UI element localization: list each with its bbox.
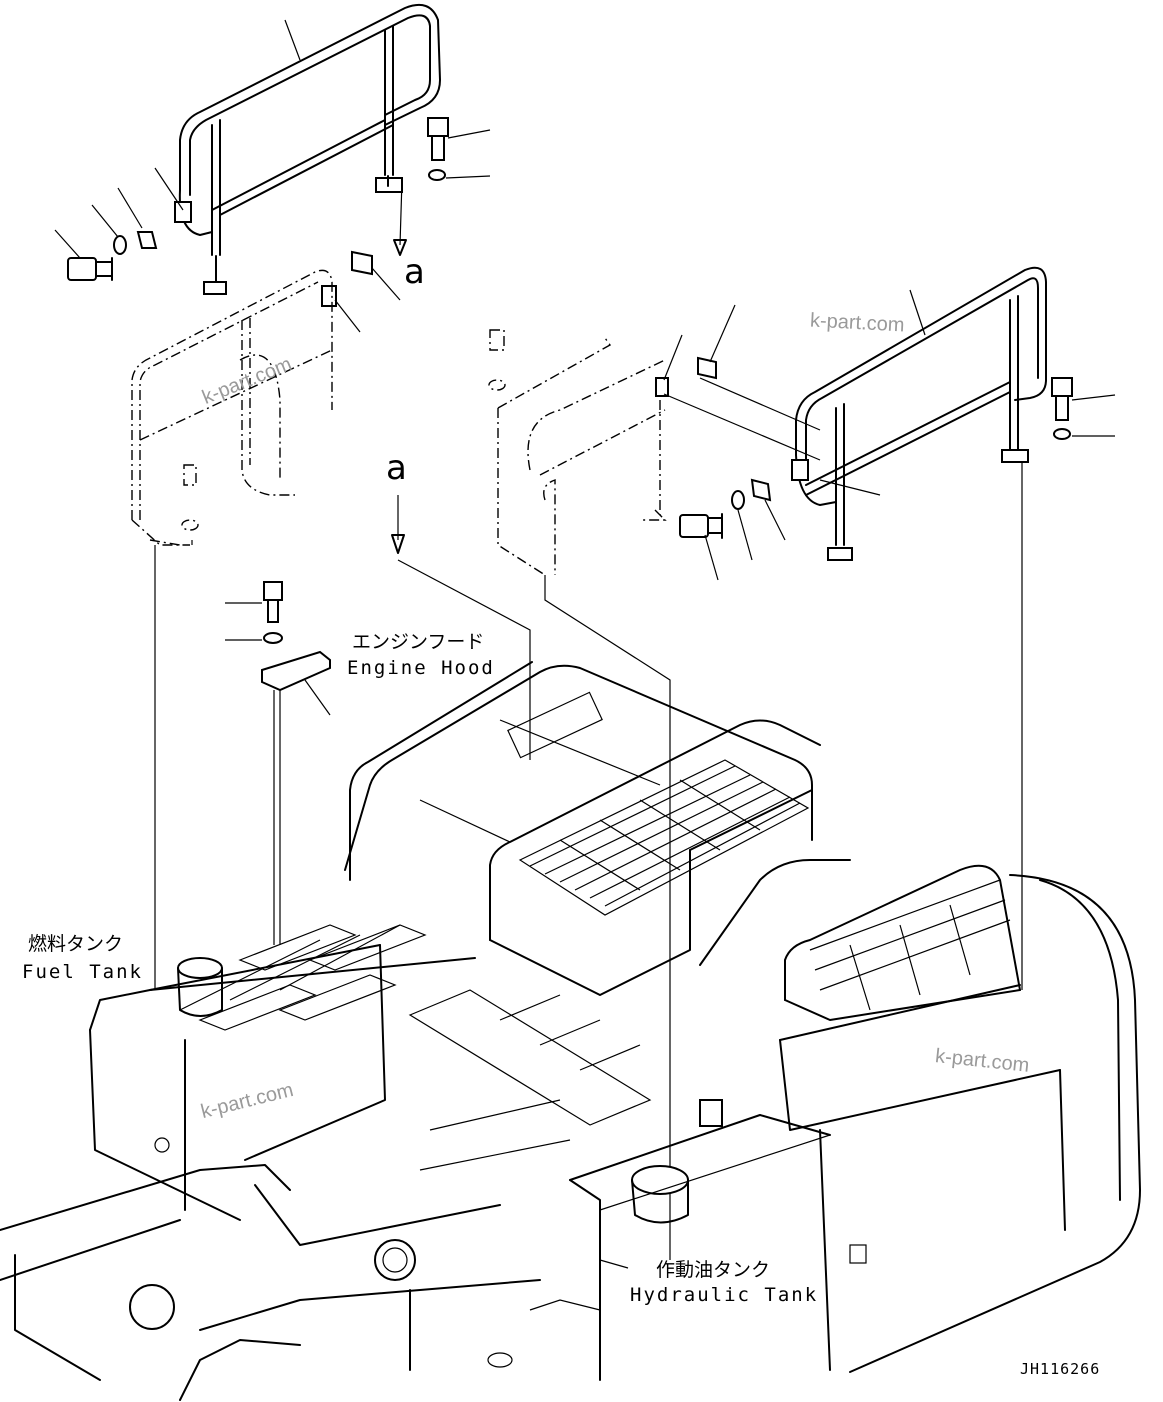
arrow-letter-middle: a — [386, 448, 407, 488]
upper-frame — [0, 1099, 601, 1401]
label-connectors — [599, 1259, 629, 1269]
engine-hood-body — [344, 661, 821, 996]
fuel-tank-label-jp: 燃料タンク — [28, 933, 124, 955]
arrow-letter-upper: a — [404, 252, 425, 292]
engine-hood-label-jp: エンジンフード — [352, 631, 485, 653]
leader-lines-left-upper — [54, 19, 491, 333]
engine-hood-label-en: Engine Hood — [347, 657, 495, 679]
engine-hood-grille — [518, 759, 810, 916]
handrail-left-phantom — [131, 269, 333, 546]
hydraulic-tank-label-jp: 作動油タンク — [656, 1259, 771, 1281]
watermark-2: k-part.com — [809, 309, 906, 337]
handrail-left-upper — [174, 4, 441, 295]
walkway-plates — [198, 924, 652, 1126]
hardware-right-upper — [655, 289, 1116, 581]
radiator-cover — [699, 859, 1061, 1131]
handrail-right-phantom — [488, 329, 667, 576]
fuel-tank-label-en: Fuel Tank — [22, 961, 143, 983]
hydraulic-tank-label-en: Hydraulic Tank — [630, 1284, 819, 1306]
arrow-a-middle — [391, 495, 405, 554]
bracket-engine-hood — [225, 581, 331, 716]
fuel-tank — [89, 924, 476, 1221]
hardware-left-upper — [67, 117, 449, 307]
hydraulic-tank — [569, 1099, 831, 1381]
handrail-right-upper — [791, 266, 1047, 561]
alignment-lines — [154, 460, 1023, 1260]
counterweight — [819, 874, 1141, 1373]
document-code: JH116266 — [1020, 1360, 1101, 1378]
